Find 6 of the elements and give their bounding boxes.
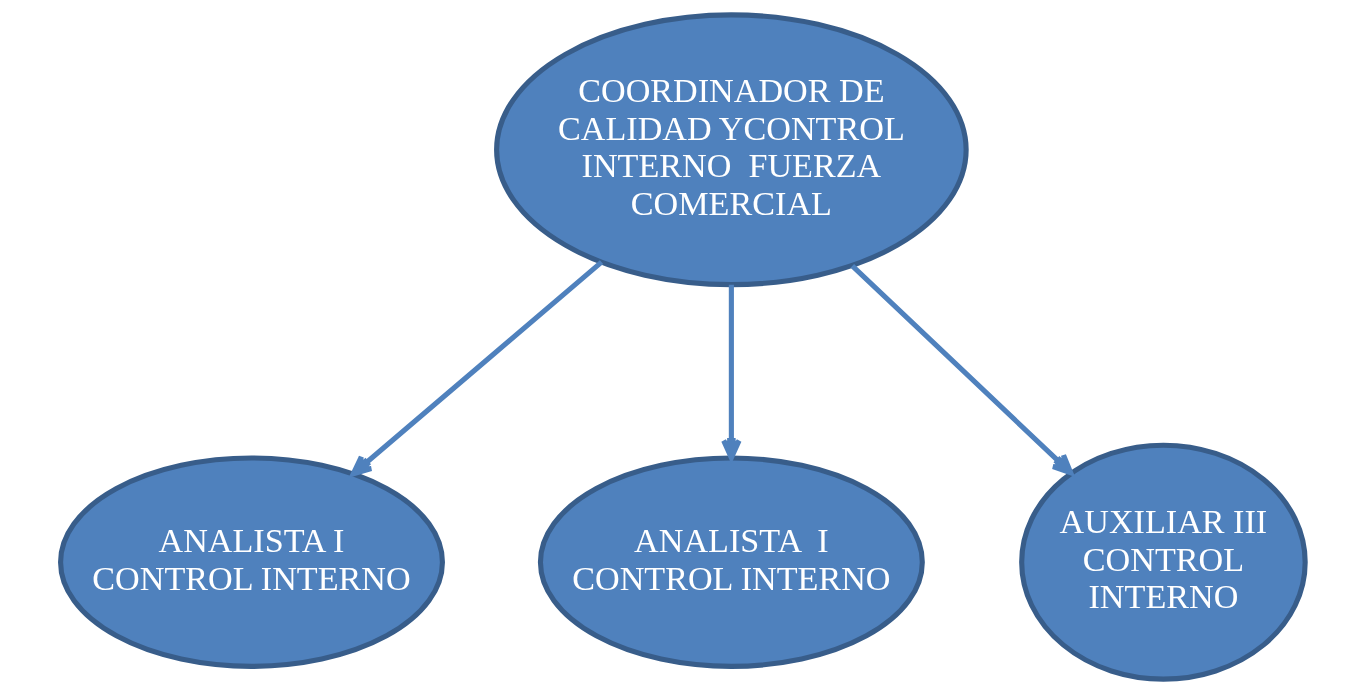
node-ellipse: COORDINADOR DE CALIDAD YCONTROL INTERNO FUERZA COMERCIAL [494,12,969,288]
arrow [350,260,604,477]
arrow [850,264,1074,476]
node-ellipse: ANALISTA I CONTROL INTERNO [537,455,925,669]
node-ellipse: AUXILIAR III CONTROL INTERNO [1019,442,1308,682]
arrow [721,284,742,461]
